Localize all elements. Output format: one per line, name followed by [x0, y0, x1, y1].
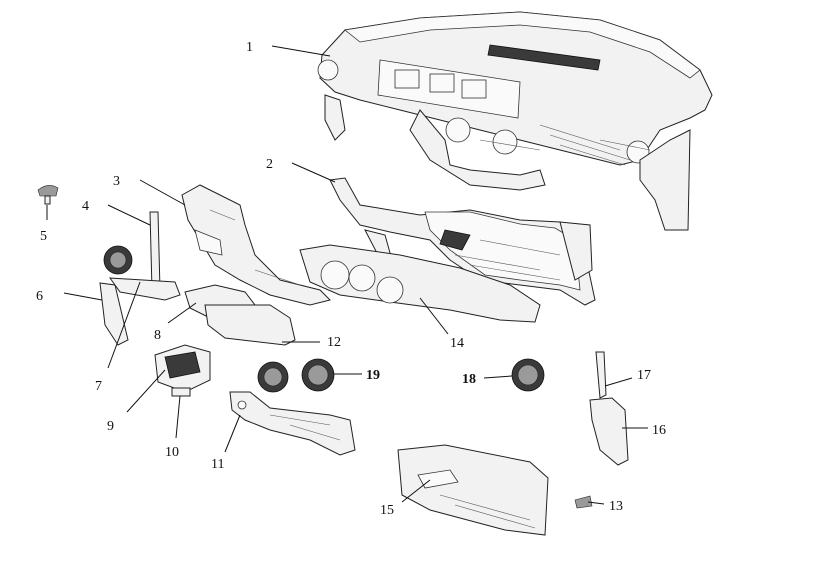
callout-17: 17	[637, 368, 651, 383]
callout-4: 4	[82, 199, 89, 214]
left-lower-panel	[181, 184, 331, 306]
storage-box	[154, 344, 211, 393]
callout-2: 2	[266, 157, 273, 172]
callout-7: 7	[95, 379, 102, 394]
callout-13: 13	[609, 499, 623, 514]
clip	[37, 185, 59, 205]
left-vent	[103, 245, 181, 301]
callout-1: 1	[246, 40, 253, 55]
knee-bolster	[204, 304, 296, 346]
right-end-panel	[589, 351, 629, 466]
latch	[171, 387, 191, 397]
center-trim-panel	[299, 244, 541, 323]
callout-9: 9	[107, 419, 114, 434]
callout-11: 11	[211, 457, 224, 472]
callout-16: 16	[652, 423, 666, 438]
callout-3: 3	[113, 174, 120, 189]
callout-8: 8	[154, 328, 161, 343]
lower-support-bracket	[329, 177, 596, 306]
callout-15: 15	[380, 503, 394, 518]
callout-18: 18	[462, 372, 476, 387]
callout-19: 19	[366, 368, 380, 383]
instrument-panel-main	[317, 11, 713, 231]
lower-bracket	[229, 391, 356, 456]
callout-12: 12	[327, 335, 341, 350]
screw	[574, 495, 593, 509]
callout-labels: 1 2 3 4 5 6 7 8 9 10 11 12 13 14 15 16 1…	[36, 40, 666, 518]
callout-6: 6	[36, 289, 43, 304]
trim-strip	[149, 211, 161, 291]
center-vents	[257, 358, 335, 393]
callout-10: 10	[165, 445, 179, 460]
leader-lines	[46, 45, 648, 505]
left-end-cap	[99, 282, 129, 346]
callout-14: 14	[450, 336, 464, 351]
callout-5: 5	[40, 229, 47, 244]
glove-box	[397, 444, 549, 536]
right-vent	[511, 358, 545, 392]
